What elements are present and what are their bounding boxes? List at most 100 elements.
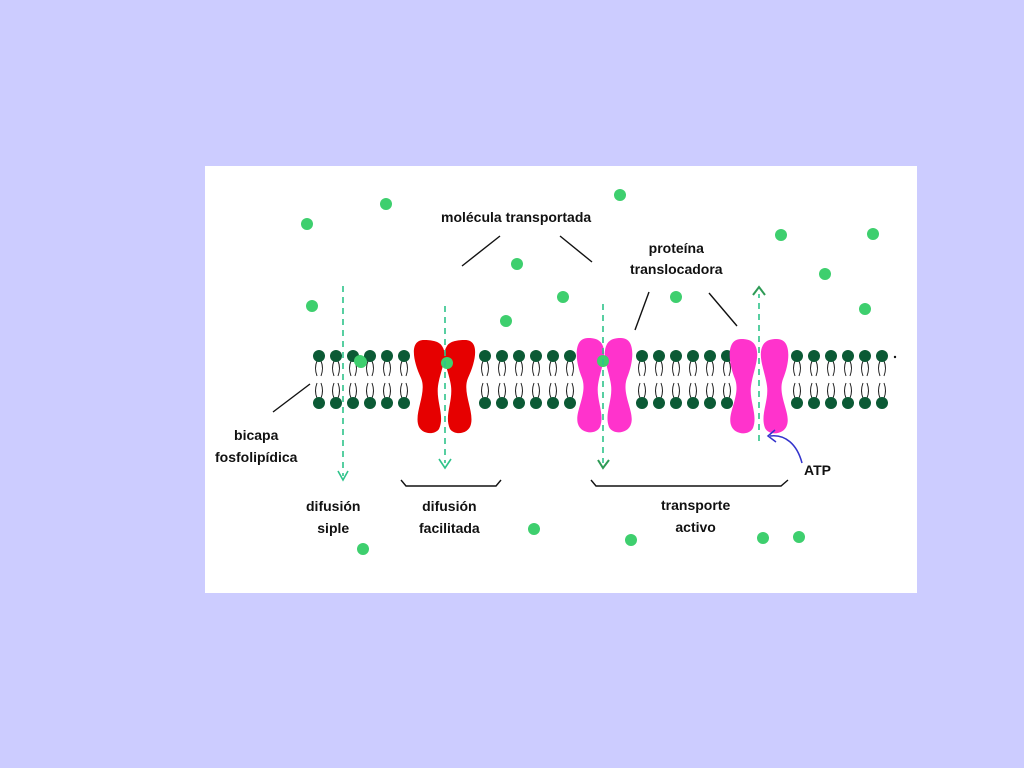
lipid-head-bottom xyxy=(530,397,542,409)
phospholipid-icon xyxy=(547,350,559,409)
phospholipid-icon xyxy=(330,350,342,409)
lipid-tail-top xyxy=(366,360,374,377)
membrane-end-dot xyxy=(893,355,897,359)
phospholipid-icon xyxy=(842,350,854,409)
lipid-head-top xyxy=(859,350,871,362)
lipid-tail-top xyxy=(566,360,574,377)
lipid-tail-bottom xyxy=(810,382,818,399)
lipid-head-bottom xyxy=(704,397,716,409)
molecule-dot xyxy=(500,315,512,327)
lipid-head-bottom xyxy=(496,397,508,409)
carrier-protein-2-right xyxy=(760,339,789,434)
lipid-tail-top xyxy=(638,360,646,377)
lipid-head-top xyxy=(842,350,854,362)
lipid-tail-bottom xyxy=(383,382,391,399)
lipid-head-top xyxy=(364,350,376,362)
lipid-tail-top xyxy=(793,360,801,377)
carrier-protein-icon xyxy=(576,338,789,434)
active-transport-label-line1: transporte xyxy=(661,497,731,513)
protein-label: proteína translocadora xyxy=(630,238,723,280)
facilitated-diffusion-label-line2: facilitada xyxy=(419,520,480,536)
lipid-tail-bottom xyxy=(498,382,506,399)
lipid-head-bottom xyxy=(364,397,376,409)
lipid-tail-bottom xyxy=(332,382,340,399)
diagram-panel: molécula transportada proteína transloca… xyxy=(205,166,917,593)
lipid-head-bottom xyxy=(721,397,733,409)
lipid-head-top xyxy=(808,350,820,362)
atp-arrow xyxy=(769,435,803,464)
lipid-tail-bottom xyxy=(723,382,731,399)
lipid-tail-top xyxy=(861,360,869,377)
atp-label: ATP xyxy=(804,462,831,478)
phospholipid-icon xyxy=(687,350,699,409)
simple-diffusion-label: difusión siple xyxy=(306,495,360,539)
lipid-head-top xyxy=(513,350,525,362)
lipid-head-top xyxy=(530,350,542,362)
molecule-dot xyxy=(793,531,805,543)
lipid-head-top xyxy=(496,350,508,362)
protein-leader-left xyxy=(634,291,650,331)
lipid-tail-bottom xyxy=(689,382,697,399)
lipid-tail-bottom xyxy=(366,382,374,399)
lipid-head-top xyxy=(704,350,716,362)
phospholipid-icon xyxy=(808,350,820,409)
lipid-head-top xyxy=(479,350,491,362)
phospholipid-icon xyxy=(364,350,376,409)
lipid-head-top xyxy=(547,350,559,362)
active-transport-out-arrowhead xyxy=(752,285,766,296)
lipid-tail-top xyxy=(383,360,391,377)
lipid-tail-top xyxy=(844,360,852,377)
phospholipid-icon xyxy=(704,350,716,409)
bilayer-label-line1: bicapa xyxy=(234,427,279,443)
lipid-head-bottom xyxy=(547,397,559,409)
molecule-dot xyxy=(557,291,569,303)
lipid-tail-top xyxy=(878,360,886,377)
phospholipid-icon xyxy=(653,350,665,409)
lipid-tail-top xyxy=(723,360,731,377)
active-transport-label-line2: activo xyxy=(675,519,716,535)
protein-label-line2: translocadora xyxy=(630,261,723,277)
phospholipid-icon xyxy=(876,350,888,409)
lipid-tail-bottom xyxy=(638,382,646,399)
phospholipid-icon xyxy=(670,350,682,409)
lipid-tail-top xyxy=(689,360,697,377)
lipid-head-bottom xyxy=(687,397,699,409)
phospholipid-icon xyxy=(313,350,325,409)
lipid-head-top xyxy=(330,350,342,362)
facilitated-diffusion-arrowhead xyxy=(438,458,452,470)
lipid-tail-bottom xyxy=(549,382,557,399)
molecule-leader-left xyxy=(461,235,501,267)
molecule-in-channel xyxy=(441,357,453,369)
lipid-tail-top xyxy=(315,360,323,377)
lipid-tail-bottom xyxy=(532,382,540,399)
simple-diffusion-label-line2: siple xyxy=(317,520,350,536)
lipid-tail-bottom xyxy=(827,382,835,399)
lipid-tail-bottom xyxy=(481,382,489,399)
bilayer-label: bicapa fosfolipídica xyxy=(215,424,297,468)
phospholipid-bilayer xyxy=(313,350,888,409)
lipid-head-bottom xyxy=(513,397,525,409)
lipid-head-top xyxy=(313,350,325,362)
lipid-head-top xyxy=(636,350,648,362)
active-transport-in-arrowhead xyxy=(597,459,610,470)
carrier-protein-1-left xyxy=(576,338,605,433)
lipid-head-top xyxy=(398,350,410,362)
phospholipid-icon xyxy=(825,350,837,409)
lipid-head-bottom xyxy=(876,397,888,409)
lipid-head-bottom xyxy=(808,397,820,409)
molecule-dot xyxy=(528,523,540,535)
lipid-head-bottom xyxy=(842,397,854,409)
lipid-tail-top xyxy=(672,360,680,377)
lipid-head-bottom xyxy=(670,397,682,409)
lipid-tail-top xyxy=(549,360,557,377)
lipid-head-bottom xyxy=(859,397,871,409)
bilayer-label-line2: fosfolipídica xyxy=(215,449,298,465)
lipid-head-bottom xyxy=(479,397,491,409)
molecule-dot xyxy=(511,258,523,270)
molecule-dot xyxy=(859,303,871,315)
lipid-head-bottom xyxy=(791,397,803,409)
lipid-tail-top xyxy=(400,360,408,377)
membrane-transport-diagram xyxy=(272,189,897,555)
lipid-tail-bottom xyxy=(672,382,680,399)
lipid-head-top xyxy=(687,350,699,362)
